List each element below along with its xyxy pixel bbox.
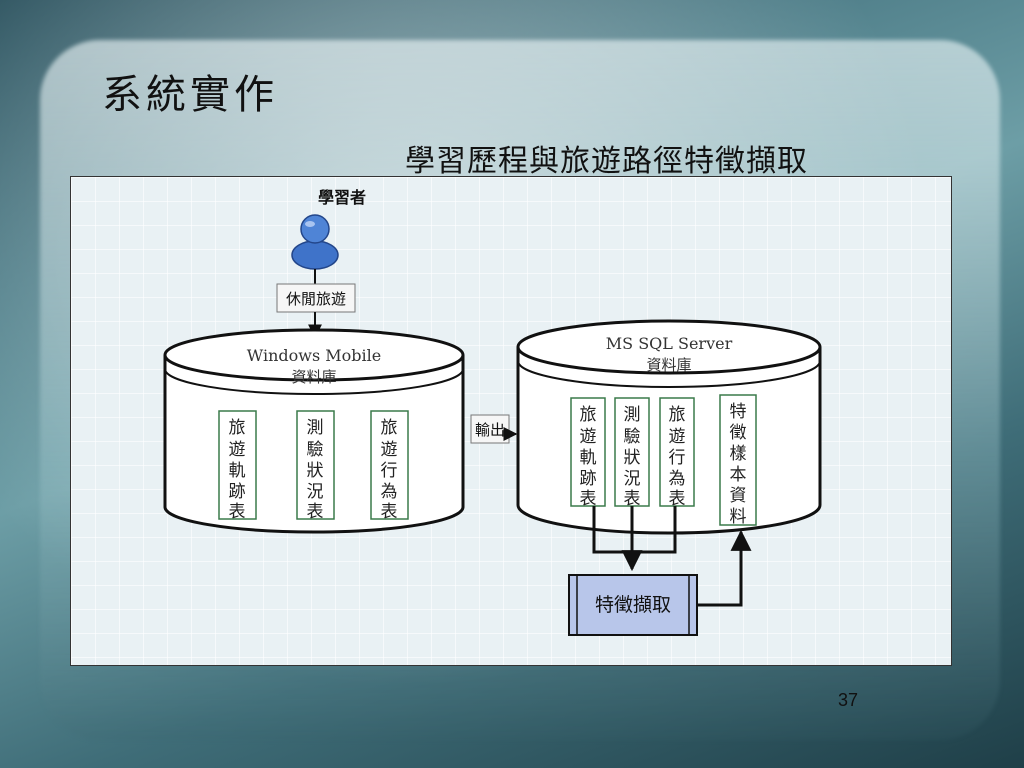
sql-table-test-status: 測 驗 狀 況 表 (614, 397, 650, 509)
wm-table-travel-behavior: 旅 遊 行 為 表 (370, 410, 409, 522)
export-label: 輸出 (475, 421, 505, 439)
svg-text:旅: 旅 (669, 405, 686, 425)
wm-table-test-status: 測 驗 狀 況 表 (296, 410, 335, 522)
svg-text:徵: 徵 (730, 423, 747, 443)
svg-text:旅: 旅 (580, 405, 597, 425)
svg-text:驗: 驗 (624, 427, 641, 447)
svg-text:況: 況 (624, 469, 641, 489)
sql-table-travel-track: 旅 遊 軌 跡 表 (570, 397, 606, 509)
svg-text:軌: 軌 (580, 448, 597, 468)
process-to-samples-arrow (697, 529, 752, 607)
svg-text:驗: 驗 (307, 440, 324, 460)
svg-text:為: 為 (381, 482, 398, 502)
svg-text:狀: 狀 (624, 448, 641, 468)
svg-text:遊: 遊 (669, 427, 686, 447)
svg-text:跡: 跡 (580, 469, 597, 489)
svg-text:表: 表 (307, 502, 324, 522)
sql-db-subtitle: 資料庫 (646, 356, 691, 374)
process-label: 特徵擷取 (595, 594, 671, 616)
svg-text:樣: 樣 (730, 444, 747, 464)
svg-text:遊: 遊 (229, 440, 246, 460)
leisure-travel-box: 休閒旅遊 (276, 283, 356, 313)
svg-text:特: 特 (730, 402, 747, 422)
diagram-canvas: 學習者 休閒旅遊 Windows Mobile 資料庫 旅 遊 軌 跡 (163, 188, 822, 636)
wm-db-subtitle: 資料庫 (291, 368, 336, 386)
sql-table-feature-samples: 特 徵 樣 本 資 料 (719, 394, 757, 527)
svg-text:為: 為 (669, 469, 686, 489)
wm-table-travel-track: 旅 遊 軌 跡 表 (218, 410, 257, 522)
svg-text:資: 資 (730, 486, 747, 506)
wm-db-title: Windows Mobile (247, 346, 381, 365)
feature-extraction-process: 特徵擷取 (568, 574, 698, 636)
svg-text:表: 表 (624, 489, 641, 509)
svg-text:遊: 遊 (381, 440, 398, 460)
diagram-figure: 學習者 休閒旅遊 Windows Mobile 資料庫 旅 遊 軌 跡 (70, 176, 952, 666)
table-to-process-connectors (592, 506, 677, 572)
svg-text:旅: 旅 (229, 418, 246, 438)
svg-text:表: 表 (669, 489, 686, 509)
svg-text:本: 本 (730, 465, 747, 485)
svg-text:測: 測 (624, 405, 641, 425)
svg-text:遊: 遊 (580, 427, 597, 447)
leisure-travel-label: 休閒旅遊 (286, 290, 346, 308)
slide-title: 系統實作 (102, 72, 278, 118)
svg-text:行: 行 (669, 448, 686, 468)
svg-text:表: 表 (381, 502, 398, 522)
sql-table-travel-behavior: 旅 遊 行 為 表 (659, 397, 695, 509)
svg-text:況: 況 (307, 482, 324, 502)
svg-text:表: 表 (229, 502, 246, 522)
svg-text:狀: 狀 (307, 461, 324, 481)
svg-text:旅: 旅 (381, 418, 398, 438)
slide-subtitle: 學習歷程與旅遊路徑特徵擷取 (405, 144, 808, 179)
svg-text:表: 表 (580, 489, 597, 509)
page-number: 37 (838, 690, 859, 710)
learner-label: 學習者 (318, 188, 366, 207)
sql-db-title: MS SQL Server (606, 334, 733, 353)
export-box: 輸出 (470, 414, 510, 444)
svg-text:行: 行 (381, 461, 398, 481)
svg-text:測: 測 (307, 418, 324, 438)
svg-text:軌: 軌 (229, 461, 246, 481)
svg-text:跡: 跡 (229, 482, 246, 502)
svg-text:料: 料 (730, 507, 747, 527)
person-icon (291, 214, 339, 270)
